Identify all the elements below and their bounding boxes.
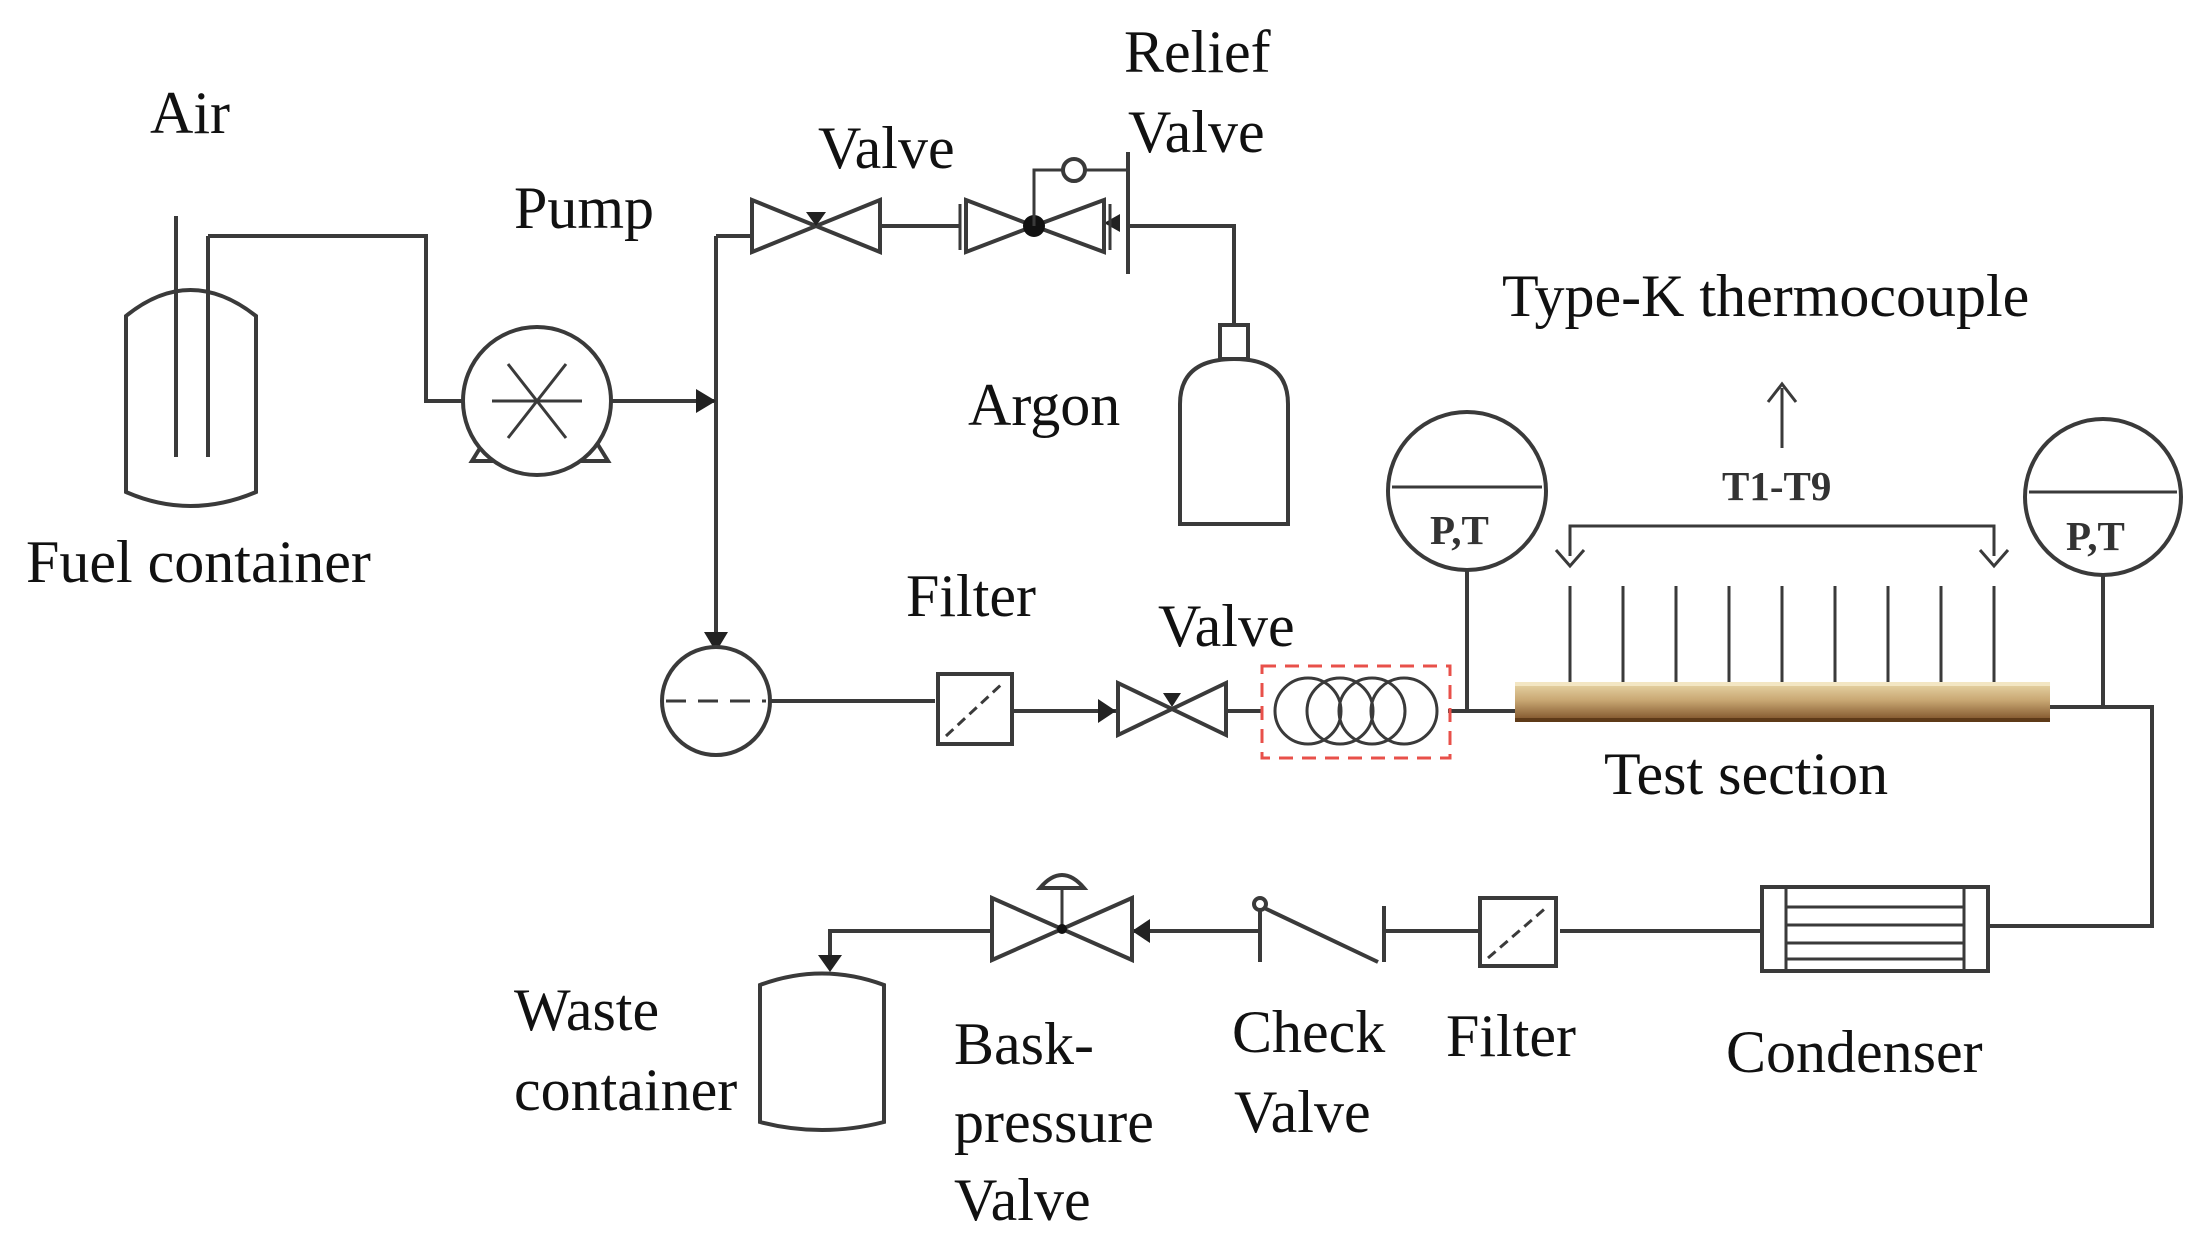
argon-pipe — [1130, 224, 1236, 325]
label-condenser: Condenser — [1726, 1019, 1983, 1085]
back-pressure-valve — [990, 873, 1134, 964]
condenser — [1760, 885, 1990, 973]
label-pump: Pump — [514, 175, 654, 241]
waste-container — [758, 971, 886, 1132]
label-bpv-line2: pressure — [954, 1089, 1154, 1155]
arrow-to-waste — [818, 955, 842, 972]
filter-mid — [936, 672, 1014, 746]
thermocouples — [1554, 381, 2010, 682]
arrow-into-relief — [1104, 214, 1120, 232]
fuel-container — [124, 216, 258, 508]
label-waste-line2: container — [514, 1057, 737, 1123]
fuel-to-pump-pipe — [208, 234, 462, 403]
pt-gauge-left — [1386, 410, 1548, 572]
label-filter-bottom: Filter — [1446, 1003, 1576, 1069]
label-t-range: T1-T9 — [1722, 463, 1831, 509]
mid-valve — [1116, 679, 1228, 739]
preheat-coil — [1260, 664, 1452, 760]
relief-valve — [958, 152, 1130, 274]
label-pt-left: P,T — [1430, 507, 1489, 553]
pump — [461, 325, 613, 477]
label-waste-line1: Waste — [514, 977, 659, 1043]
label-valve-mid: Valve — [1158, 593, 1295, 659]
label-pt-right: P,T — [2066, 513, 2125, 559]
labels: Air Fuel container Pump Valve Relief Val… — [26, 19, 2125, 1233]
label-check-line1: Check — [1232, 999, 1385, 1065]
label-air: Air — [150, 80, 230, 146]
label-argon: Argon — [968, 372, 1120, 438]
arrow-to-valve — [1098, 699, 1116, 723]
argon-bottle — [1178, 323, 1290, 526]
label-relief-line1: Relief — [1124, 19, 1271, 85]
label-filter: Filter — [906, 563, 1036, 629]
to-waste-pipe — [828, 929, 990, 962]
label-bpv-line3: Valve — [954, 1167, 1091, 1233]
check-valve — [1252, 896, 1386, 964]
arrow-to-drum — [704, 632, 728, 652]
label-bpv-line1: Bask- — [954, 1011, 1094, 1077]
test-section — [1515, 682, 2050, 722]
filter-bottom — [1478, 896, 1558, 968]
return-pipe — [1988, 705, 2154, 928]
arrow-to-bpv — [1132, 919, 1150, 943]
flow-arrows — [696, 214, 1150, 972]
label-valve-top: Valve — [818, 115, 955, 181]
label-test-section: Test section — [1604, 741, 1888, 807]
arrow-to-junction — [696, 389, 716, 413]
label-fuel-container: Fuel container — [26, 529, 371, 595]
top-valve — [750, 197, 882, 255]
label-thermocouple: Type-K thermocouple — [1502, 263, 2029, 329]
piping — [174, 216, 2154, 962]
drum — [660, 645, 772, 757]
pt-gauge-right — [2023, 417, 2183, 577]
label-relief-line2: Valve — [1128, 99, 1265, 165]
label-check-line2: Valve — [1234, 1079, 1371, 1145]
